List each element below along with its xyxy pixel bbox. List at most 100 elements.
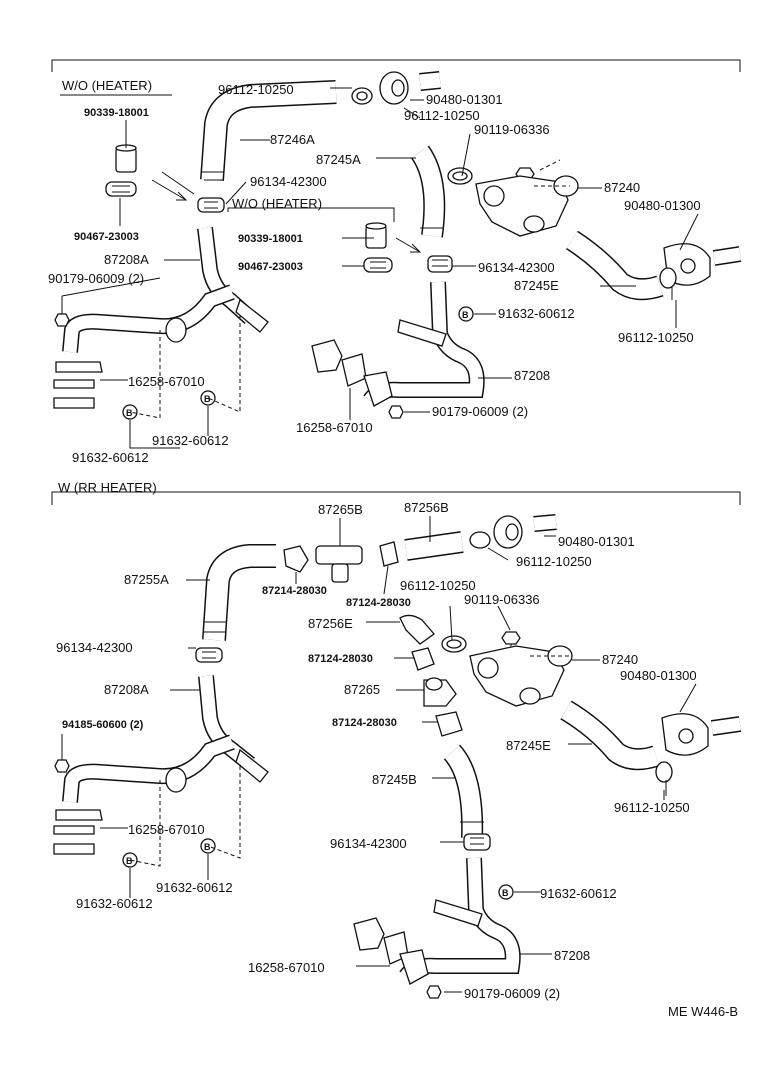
label-top-87240: 87240	[604, 180, 640, 195]
label-bottom-90179: 90179-06009 (2)	[464, 986, 560, 1001]
label-top-90179-left: 90179-06009 (2)	[48, 271, 144, 286]
label-top-91632-center: 91632-60612	[498, 306, 575, 321]
hose-87256B	[404, 532, 464, 560]
label-top-87208A: 87208A	[104, 252, 149, 267]
top-subsection-bracket	[227, 207, 395, 222]
gasket-16258-bottom-left	[53, 825, 95, 835]
label-bottom-87265B: 87265B	[318, 502, 363, 517]
label-bottom-96112-top: 96112-10250	[516, 554, 592, 569]
label-bottom-87245E: 87245E	[506, 738, 551, 753]
label-top-90119: 90119-06336	[474, 122, 550, 137]
svg-text:B: B	[462, 310, 469, 320]
label-bottom-16258-center: 16258-67010	[248, 960, 325, 975]
pipe-87208A-lower	[63, 285, 235, 353]
hose-87255A	[203, 545, 276, 641]
label-top-16258-center: 16258-67010	[296, 420, 373, 435]
label-bottom-87256B: 87256B	[404, 500, 449, 515]
label-bottom-87124-top: 87124-28030	[346, 597, 411, 609]
label-top-90480-01301: 90480-01301	[426, 92, 503, 107]
clamp-96112-bottom-mid	[441, 635, 467, 653]
clamp-96134-bottom-left	[195, 647, 223, 663]
bolt-marker-top-left-2: B	[200, 390, 216, 406]
label-top-91632-left-1: 91632-60612	[72, 450, 149, 465]
gasket-87124-lower	[435, 711, 463, 737]
clamp-96112-upper-right	[447, 167, 473, 185]
leader-lines-bottom	[61, 516, 697, 993]
label-top-87245E: 87245E	[514, 278, 559, 293]
flange-bottom-center	[353, 917, 385, 951]
label-bottom-87255A: 87255A	[124, 572, 169, 587]
stud-plate-bottom-left	[53, 843, 95, 855]
stud-94185-bottom-left	[54, 759, 70, 773]
bottom-section-title: W (RR HEATER)	[58, 480, 157, 495]
stud-plate-top-left	[53, 397, 95, 409]
flange-top-center	[311, 339, 343, 373]
label-top-90339-center: 90339-18001	[238, 233, 303, 245]
stud-flange-top-center	[363, 371, 393, 407]
label-bottom-96112-right: 96112-10250	[614, 800, 690, 815]
diagram-code: ME W446-B	[668, 1004, 738, 1019]
bracket-plate-bottom-center	[433, 899, 483, 927]
label-top-87245A: 87245A	[316, 152, 361, 167]
label-bottom-90480-01301: 90480-01301	[558, 534, 635, 549]
gasket-87124-top	[379, 541, 399, 567]
leader-lines-top	[61, 87, 699, 449]
hose-87245E-bottom	[561, 701, 660, 769]
label-top-96112-right: 96112-10250	[618, 330, 694, 345]
svg-text:B: B	[126, 408, 133, 418]
clamp-96134-center	[427, 255, 453, 273]
hose-87246A	[201, 81, 337, 181]
label-bottom-91632-left-2: 91632-60612	[156, 880, 233, 895]
label-bottom-94185: 94185-60600 (2)	[62, 719, 144, 731]
flange-bottom-left	[55, 809, 103, 821]
label-bottom-87256E: 87256E	[308, 616, 353, 631]
hose-87245E-top	[566, 232, 664, 299]
label-top-96134-center: 96134-42300	[478, 260, 555, 275]
top-section-title: W/O (HEATER)	[62, 78, 152, 93]
label-bottom-96134-center: 96134-42300	[330, 836, 407, 851]
cap-90339-center	[365, 222, 387, 249]
label-bottom-91632-center: 91632-60612	[540, 886, 617, 901]
grommet-90480-01300-bottom	[661, 713, 709, 756]
label-top-96112-center: 96112-10250	[404, 108, 480, 123]
label-top-90467-left: 90467-23003	[74, 231, 139, 243]
clamp-90467-left	[105, 181, 137, 197]
hose-87245A	[412, 146, 444, 238]
label-bottom-87214: 87214-28030	[262, 585, 327, 597]
bolt-marker-bottom-center: B	[498, 884, 514, 900]
label-bottom-90480-01300: 90480-01300	[620, 668, 697, 683]
label-top-16258-left: 16258-67010	[128, 374, 205, 389]
bolt-90119-bottom	[501, 631, 521, 658]
bracket-mount	[165, 317, 187, 343]
label-bottom-16258-left: 16258-67010	[128, 822, 205, 837]
label-bottom-96112-mid: 96112-10250	[400, 578, 476, 593]
joint-87265B	[315, 545, 363, 583]
label-bottom-87124-mid: 87124-28030	[308, 653, 373, 665]
clamp-90467-center	[363, 257, 393, 273]
label-bottom-90119: 90119-06336	[464, 592, 540, 607]
clamp-96134-upper-left	[197, 197, 225, 213]
label-top-91632-left-2: 91632-60612	[152, 433, 229, 448]
label-bottom-91632-left-1: 91632-60612	[76, 896, 153, 911]
label-bottom-87245B: 87245B	[372, 772, 417, 787]
nut-90179-bottom-center	[426, 985, 442, 999]
svg-text:B: B	[204, 394, 211, 404]
label-top-90480-01300: 90480-01300	[624, 198, 701, 213]
cap-90339-left	[115, 144, 137, 173]
label-top-96112-left: 96112-10250	[218, 82, 294, 97]
gasket-87124-mid	[411, 647, 435, 671]
grommet-90480-01301-bottom	[493, 515, 523, 549]
pipe-87208A-bottom-lower	[63, 735, 235, 803]
label-top-90467-center: 90467-23003	[238, 261, 303, 273]
clamp-96134-bottom-center	[463, 833, 491, 851]
svg-text:B: B	[126, 856, 133, 866]
flange-top-left	[55, 361, 103, 373]
elbow-87256E	[399, 614, 435, 645]
bottom-section-bracket	[51, 491, 741, 505]
nut-90179-top-left	[54, 313, 70, 327]
clamp-96112-lower-right-bottom	[655, 761, 673, 796]
water-outlet-87240-top	[475, 159, 579, 237]
label-top-96134-upper: 96134-42300	[250, 174, 327, 189]
